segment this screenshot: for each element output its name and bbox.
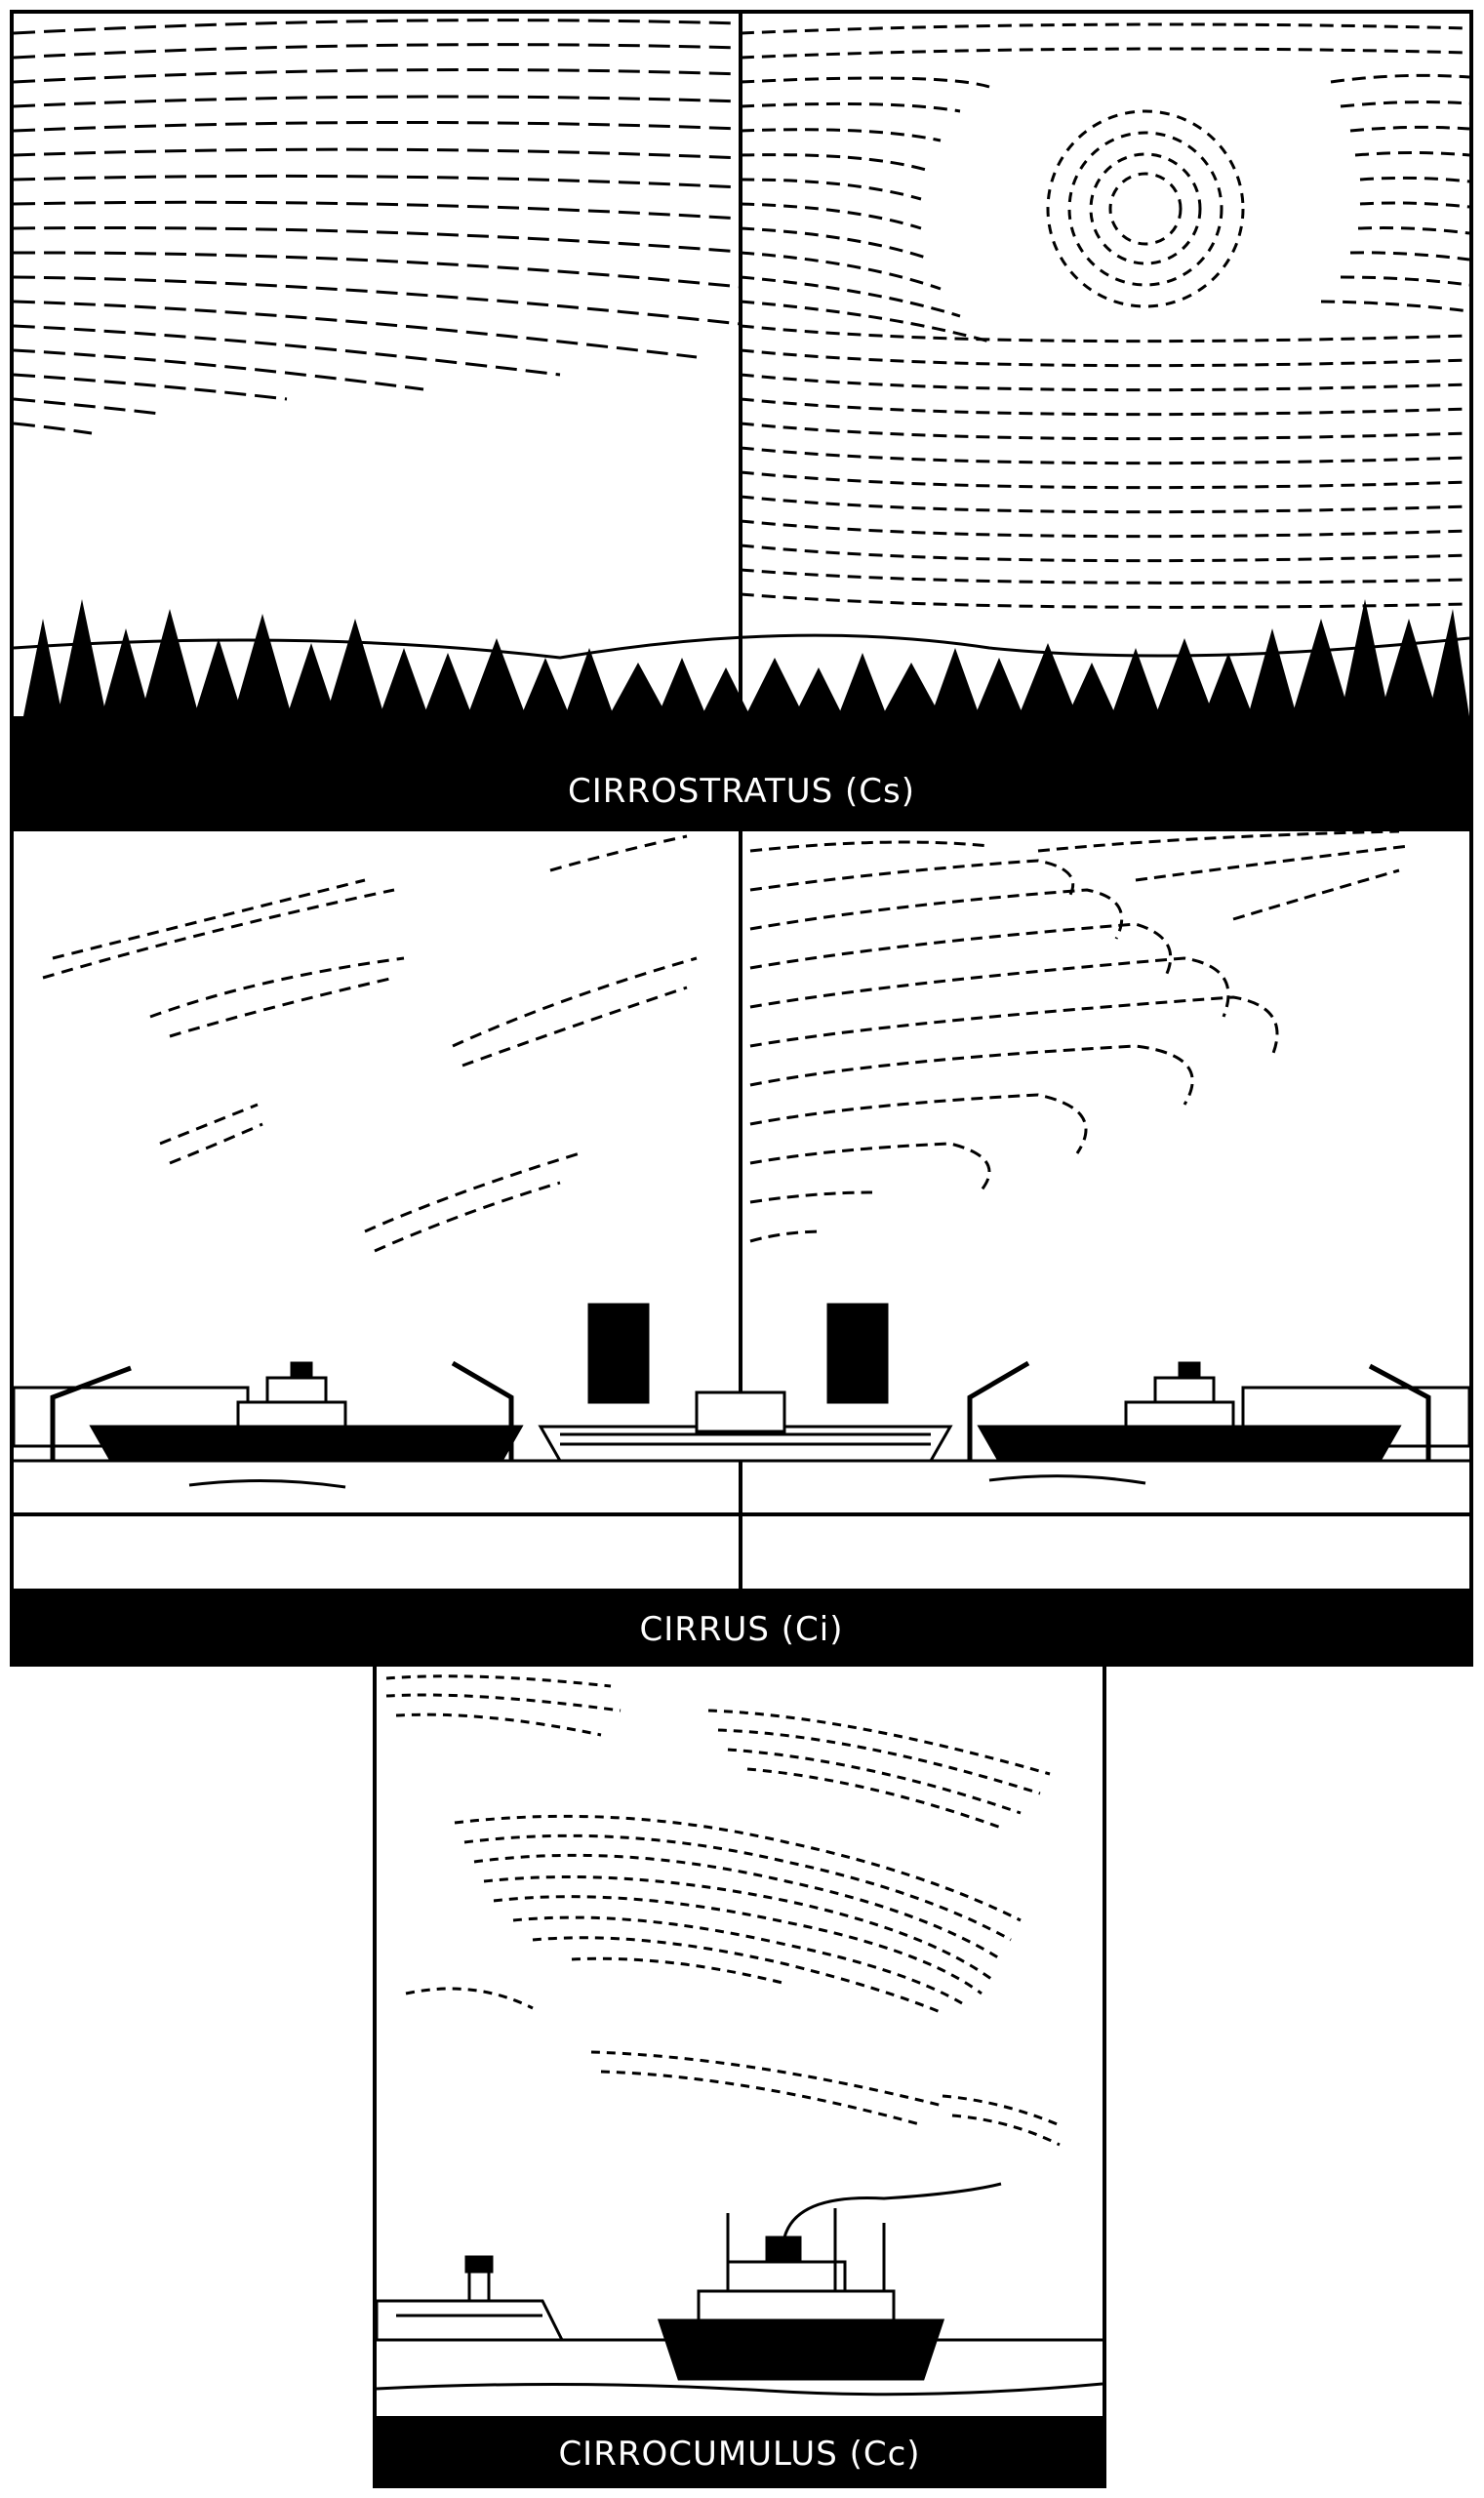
cirrostratus-caption-bar: CIRROSTRATUS (Cs) <box>10 751 1473 831</box>
lighthouse-pier <box>377 2255 565 2342</box>
distant-hills <box>14 633 1469 660</box>
cirrocumulus-panel <box>373 1667 1106 2420</box>
cirrostratus-panel <box>10 10 1473 751</box>
harbor-cranes <box>50 1360 1431 1461</box>
cirrocumulus-illustration <box>377 1674 1103 2397</box>
central-liner <box>538 1303 953 1463</box>
cirrostratus-illustration <box>14 14 1469 747</box>
cirrus-illustration <box>14 831 1469 1589</box>
cirrus-hooked-bands <box>749 831 1410 1243</box>
cargo-ship-right <box>977 1361 1402 1463</box>
cirrus-wisps-left <box>42 834 698 1253</box>
cargo-ship-left <box>89 1361 524 1463</box>
sun-halo <box>1046 109 1245 308</box>
cirrocumulus-cloudlets <box>385 1674 1061 2147</box>
steamship <box>657 2182 1002 2381</box>
sea-ripples <box>377 2382 1103 2397</box>
cirrocumulus-caption-bar: CIRROCUMULUS (Cc) <box>373 2420 1106 2488</box>
cirrostratus-cloud-sheet-right <box>740 22 1469 609</box>
cirrus-caption-bar: CIRRUS (Ci) <box>10 1592 1473 1667</box>
cirrostratus-cloud-sheet-left <box>14 19 742 435</box>
cirrus-panel <box>10 831 1473 1592</box>
forest-silhouette <box>14 599 1469 747</box>
water-ripples <box>188 1474 1146 1489</box>
